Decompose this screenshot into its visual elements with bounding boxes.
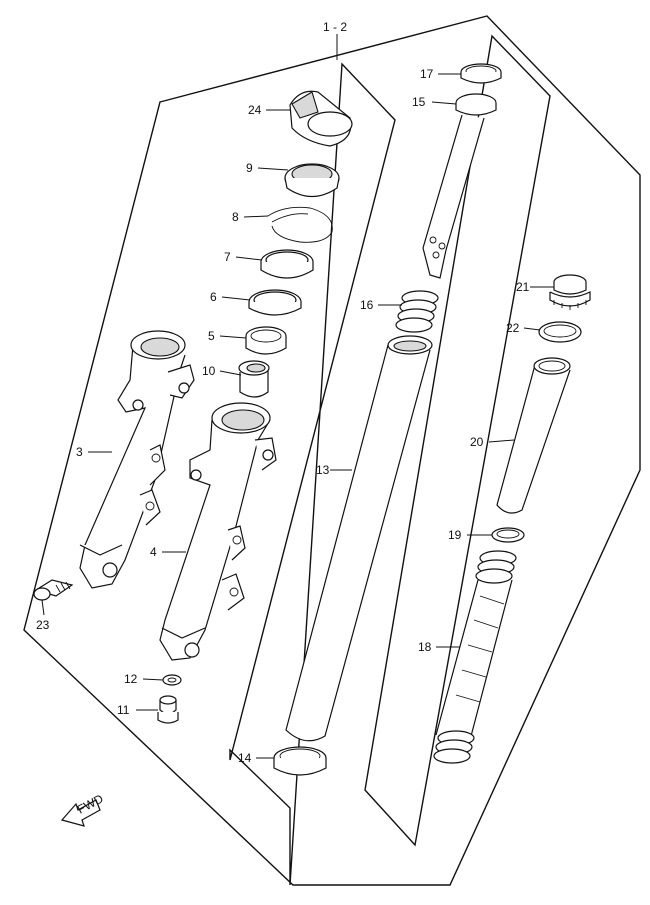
part-13-inner-tube	[285, 335, 433, 742]
callout-labels: 1 - 2 24 9 8 7 6 5 10 3 4 23 12 11 14 13…	[36, 20, 530, 765]
callout-18: 18	[418, 640, 432, 654]
part-22-o-ring	[538, 321, 582, 343]
callout-19: 19	[448, 528, 462, 542]
assembly-frames	[23, 15, 641, 886]
part-3-outer-tube-left	[79, 330, 195, 589]
inner-frame-left	[229, 62, 396, 886]
callout-5: 5	[208, 329, 215, 343]
callout-16: 16	[360, 298, 374, 312]
callout-9: 9	[246, 161, 253, 175]
part-9-oil-seal	[284, 163, 340, 198]
part-19-spring-seat	[491, 527, 525, 543]
callout-8: 8	[232, 210, 239, 224]
part-21-cap-bolt	[549, 274, 591, 310]
callout-14: 14	[238, 751, 252, 765]
leader-lines	[41, 34, 554, 759]
callout-12: 12	[124, 672, 138, 686]
part-16-rebound-spring	[395, 290, 439, 333]
callout-15: 15	[412, 95, 426, 109]
callout-6: 6	[210, 290, 217, 304]
assembly-label: 1 - 2	[323, 20, 347, 34]
part-20-spacer	[496, 357, 571, 514]
outer-frame	[23, 15, 641, 886]
forward-arrow-icon: FWD	[60, 791, 106, 827]
callout-11: 11	[117, 703, 130, 717]
part-10-oil-lock-piece	[238, 360, 270, 398]
part-15-damper-rod	[422, 93, 497, 279]
part-4-outer-tube-right	[159, 402, 277, 661]
callout-7: 7	[224, 250, 231, 264]
callout-3: 3	[76, 445, 83, 459]
callout-10: 10	[202, 364, 216, 378]
part-18-fork-spring	[433, 550, 517, 764]
callout-23: 23	[36, 618, 50, 632]
callout-13: 13	[316, 463, 330, 477]
part-6-guide-bushing	[248, 289, 302, 316]
part-8-snap-ring	[267, 206, 333, 243]
part-23-axle-pinch-bolt	[33, 579, 74, 601]
callout-17: 17	[420, 67, 434, 81]
part-11-cylinder-bolt	[157, 695, 179, 724]
callout-22: 22	[506, 321, 520, 335]
part-24-dust-cover	[289, 90, 353, 147]
part-12-gasket	[162, 674, 182, 686]
callout-24: 24	[248, 103, 262, 117]
part-17-o-ring	[460, 63, 502, 84]
inner-frame-right	[364, 34, 551, 847]
callout-21: 21	[516, 280, 530, 294]
part-7-seal-spacer	[260, 249, 314, 279]
callout-20: 20	[470, 435, 484, 449]
part-5-slide-bushing	[245, 326, 287, 355]
part-14-inner-bushing	[273, 746, 327, 776]
callout-4: 4	[150, 545, 157, 559]
